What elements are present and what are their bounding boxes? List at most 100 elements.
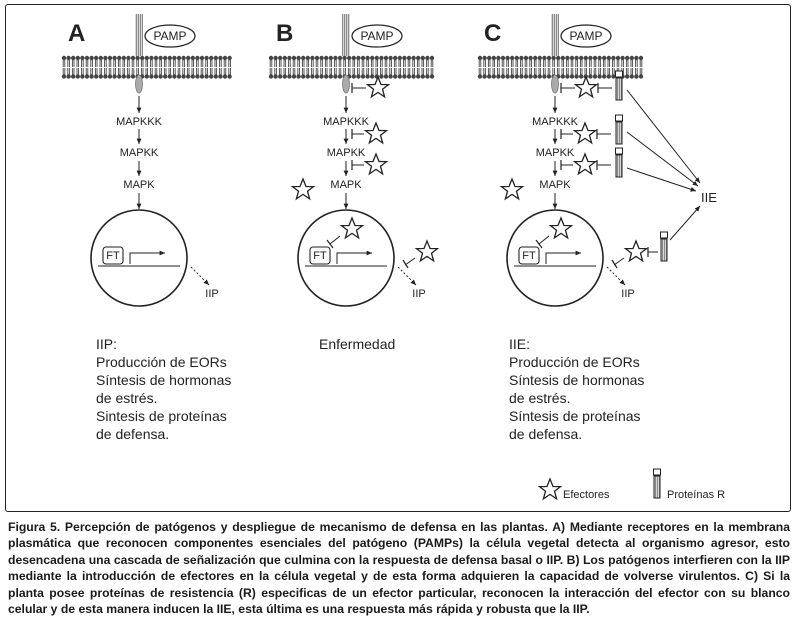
lipid-head	[314, 67, 320, 80]
lipid-head	[550, 55, 557, 68]
lipid-head	[286, 55, 293, 68]
receptor-extracellular	[342, 14, 350, 56]
panel-letter: B	[276, 20, 293, 47]
lipid-head	[111, 67, 118, 80]
lipid-head	[305, 55, 311, 68]
lipid-head	[148, 67, 155, 80]
lipid-head	[268, 67, 274, 80]
lipid-head	[606, 55, 612, 68]
lipid-head	[176, 55, 182, 68]
lipid-head	[194, 67, 201, 80]
mapk-label: MAPK	[330, 179, 362, 191]
lipid-head	[633, 55, 640, 68]
lipid-head	[578, 55, 584, 68]
lipid-head	[527, 55, 534, 68]
lipid-head	[286, 67, 293, 80]
lipid-head	[300, 55, 306, 68]
lipid-head	[495, 67, 502, 80]
lipid-head	[369, 67, 375, 80]
effector-star-icon	[364, 153, 388, 175]
lipid-head	[171, 67, 178, 80]
lipid-head	[295, 67, 302, 80]
effector-star-icon	[415, 240, 439, 262]
lipid-head	[144, 55, 150, 68]
lipid-head	[226, 67, 233, 80]
lipid-head	[629, 55, 635, 68]
lipid-head	[157, 55, 164, 68]
lipid-head	[532, 55, 538, 68]
lipid-head	[213, 67, 219, 80]
lipid-head	[378, 55, 385, 68]
lipid-head	[638, 55, 644, 68]
lipid-head	[222, 67, 228, 80]
lipid-head	[148, 55, 155, 68]
note-line: IIE:	[509, 336, 530, 352]
lipid-head	[509, 67, 515, 80]
transcription-start-arrow	[129, 250, 165, 264]
mapkkk-label: MAPKKK	[532, 116, 579, 128]
lipid-head	[309, 55, 316, 68]
lipid-head	[185, 67, 191, 80]
lipid-head	[504, 67, 511, 80]
lipid-head	[180, 55, 187, 68]
receptor-extracellular	[551, 14, 559, 56]
lipid-head	[291, 55, 297, 68]
receptor-kinase-domain	[551, 74, 559, 94]
lipid-head	[415, 55, 421, 68]
lipid-head	[615, 55, 621, 68]
lipid-head	[217, 55, 224, 68]
lipid-head	[199, 55, 205, 68]
lipid-head	[341, 55, 348, 68]
disease-label: Enfermedad	[319, 336, 395, 352]
lipid-head	[208, 55, 214, 68]
lipid-head	[406, 67, 412, 80]
r-protein-icon	[660, 231, 668, 262]
lipid-head	[383, 67, 389, 80]
lipid-head	[573, 55, 580, 68]
lipid-head	[190, 67, 196, 80]
note-line: de estrés.	[96, 390, 157, 406]
note-line: Producción de EORs	[509, 354, 640, 370]
lipid-head	[541, 67, 548, 80]
arrow-to-iip	[606, 266, 626, 286]
effector-star-icon	[291, 178, 315, 200]
lipid-head	[587, 55, 594, 68]
lipid-head	[305, 67, 311, 80]
effector-star-icon	[500, 178, 524, 200]
lipid-head	[364, 67, 371, 80]
lipid-head	[355, 55, 362, 68]
legend-effectors-label: Efectores	[563, 489, 610, 501]
mapk-label: MAPK	[123, 179, 155, 191]
plasma-membrane	[61, 55, 233, 80]
inhibition-line	[538, 235, 550, 245]
lipid-head	[624, 55, 630, 68]
lipid-head	[61, 67, 67, 80]
lipid-head	[167, 67, 173, 80]
lipid-head	[596, 55, 603, 68]
pamp-ellipse	[560, 24, 612, 48]
lipid-head	[596, 67, 603, 80]
lipid-head	[272, 67, 279, 80]
lipid-head	[491, 67, 497, 80]
lipid-head	[401, 55, 408, 68]
lipid-head	[208, 67, 214, 80]
lipid-head	[420, 55, 426, 68]
lipid-head	[318, 67, 325, 80]
legend-r-proteins-label: Proteínas R	[667, 489, 725, 501]
lipid-head	[84, 67, 90, 80]
lipid-head	[70, 55, 76, 68]
lipid-head	[429, 55, 435, 68]
lipid-head	[217, 67, 224, 80]
lipid-head	[309, 67, 316, 80]
lipid-head	[504, 55, 511, 68]
lipid-head	[130, 55, 136, 68]
transcription-factor-label: FT	[522, 250, 536, 262]
arrow-to-iip	[190, 266, 210, 286]
lipid-head	[569, 55, 575, 68]
r-protein-icon	[615, 114, 623, 145]
lipid-head	[171, 55, 178, 68]
note-line: Síntesis de hormonas	[509, 372, 644, 388]
lipid-head	[564, 67, 571, 80]
lipid-head	[125, 67, 132, 80]
lipid-head	[98, 67, 104, 80]
